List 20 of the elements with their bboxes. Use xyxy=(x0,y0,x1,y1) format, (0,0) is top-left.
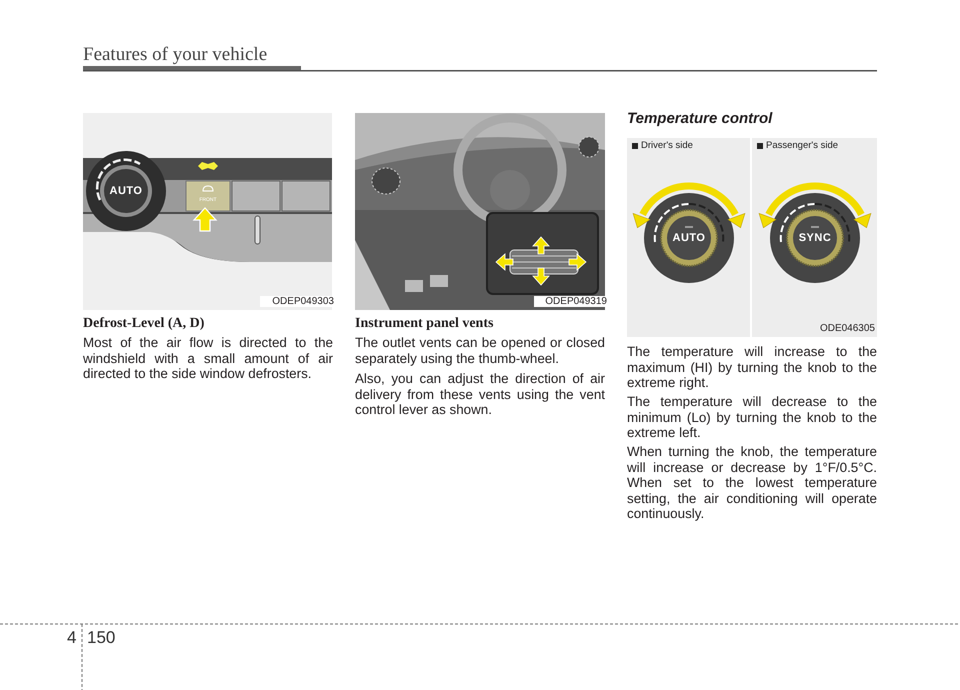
button-label: AUTO xyxy=(108,185,144,197)
panel-heading: Passenger's side xyxy=(766,140,840,151)
page-number: 150 xyxy=(87,628,116,648)
knob-label: AUTO xyxy=(672,232,706,244)
running-header: Features of your vehicle xyxy=(83,44,268,66)
section-heading: Defrost-Level (A, D) xyxy=(83,316,206,332)
paragraph: The temperature will decrease to the minimum (Lo) by turning the knob to the extreme left. xyxy=(627,394,877,441)
paragraph: When turning the knob, the temperature will increase or decrease by 1°F/0.5°C. When set to the lowest temperature setting, the air conditioning will operate continuously. xyxy=(627,444,877,522)
figure-code: ODEP049319 xyxy=(534,296,609,307)
section-heading: Instrument panel vents xyxy=(355,316,494,332)
page-number: 4 xyxy=(67,628,78,648)
paragraph: The outlet vents can be opened or closed separately using the thumb-wheel. xyxy=(355,335,605,366)
section-heading: Temperature control xyxy=(627,110,774,127)
paragraph: Also, you can adjust the direction of air delivery from these vents using the vent control lever as shown. xyxy=(355,371,605,418)
panel-heading: Driver's side xyxy=(641,140,694,151)
figure-code: ODEP049303 xyxy=(260,296,336,307)
paragraph: The temperature will increase to the maximum (HI) by turning the knob to the extreme right. xyxy=(627,344,877,391)
knob-label: SYNC xyxy=(798,232,832,244)
paragraph: Most of the air flow is directed to the windshield with a small amount of air directed to the side window defrosters. xyxy=(83,335,333,382)
figure-code: ODE046305 xyxy=(818,323,875,334)
